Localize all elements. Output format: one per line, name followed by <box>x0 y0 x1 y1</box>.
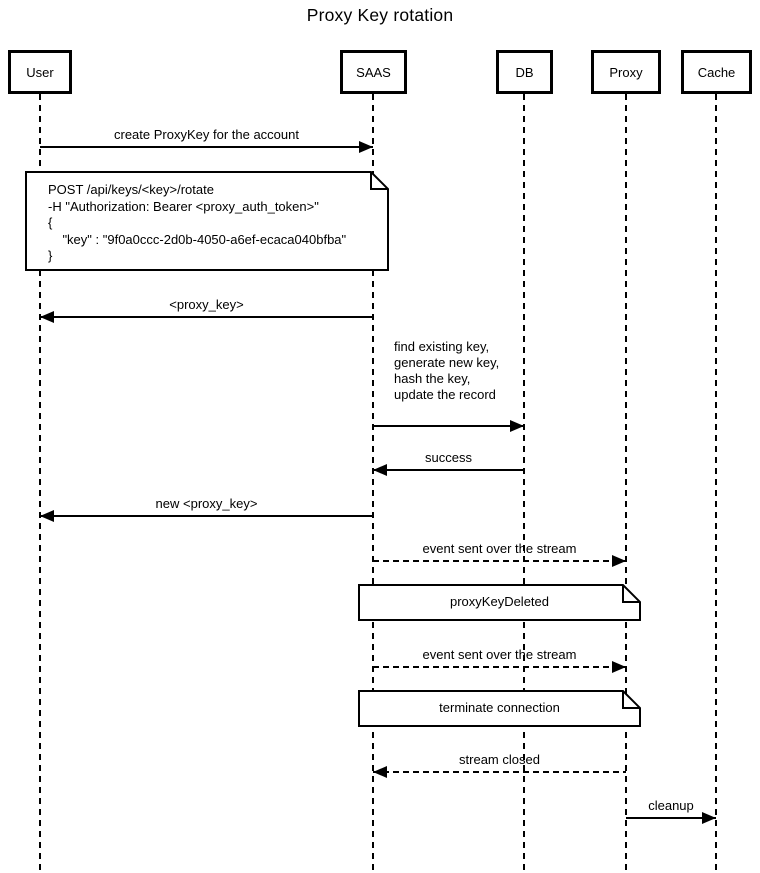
message-line <box>373 560 626 562</box>
arrowhead-icon <box>612 555 626 567</box>
message-create-proxykey: create ProxyKey for the account <box>40 124 373 153</box>
note-line: "key" : "9f0a0ccc-2d0b-4050-a6ef-ecaca04… <box>48 231 347 247</box>
message-proxy-key-response: <proxy_key> <box>40 294 373 323</box>
note-outline <box>25 171 389 271</box>
message-label: success <box>425 450 472 465</box>
actor-cache-label: Cache <box>697 64 736 80</box>
actor-proxy-label: Proxy <box>609 64 643 80</box>
message-new-proxy-key: new <proxy_key> <box>40 493 373 522</box>
message-line <box>373 771 626 773</box>
message-label: <proxy_key> <box>169 297 244 312</box>
lifeline-user <box>39 94 41 873</box>
message-line <box>40 316 373 318</box>
message-line <box>373 469 524 471</box>
lifeline-db <box>523 94 525 873</box>
actor-saas-label: SAAS <box>356 64 391 80</box>
message-cleanup: cleanup <box>626 795 716 824</box>
note-line: -H "Authorization: Bearer <proxy_auth_to… <box>48 198 319 214</box>
message-label: stream closed <box>459 752 540 767</box>
arrowhead-icon <box>510 420 524 432</box>
lifeline-cache <box>715 94 717 873</box>
note-request-payload: POST /api/keys/<key>/rotate -H "Authoriz… <box>25 171 389 271</box>
actor-user: User <box>8 50 72 94</box>
message-label: cleanup <box>648 798 694 813</box>
note-outline <box>358 690 641 727</box>
note-terminate-connection: terminate connection <box>358 690 641 727</box>
message-line <box>40 515 373 517</box>
message-label: new <proxy_key> <box>155 496 258 511</box>
note-body: POST /api/keys/<key>/rotate -H "Authoriz… <box>25 171 389 265</box>
note-outline <box>358 584 641 621</box>
lifeline-proxy <box>625 94 627 873</box>
message-label: find existing key, generate new key, has… <box>394 339 500 402</box>
message-label: event sent over the stream <box>422 541 577 556</box>
arrowhead-icon <box>702 812 716 824</box>
note-line: POST /api/keys/<key>/rotate <box>48 182 214 197</box>
message-line <box>40 146 373 148</box>
actor-saas: SAAS <box>340 50 407 94</box>
arrowhead-icon <box>359 141 373 153</box>
arrowhead-icon <box>40 510 54 522</box>
message-line <box>373 425 524 427</box>
message-db-update: find existing key, generate new key, has… <box>373 336 524 432</box>
actor-proxy: Proxy <box>591 50 661 94</box>
message-success: success <box>373 447 524 476</box>
message-event-stream-2: event sent over the stream <box>373 644 626 673</box>
note-proxykeydeleted: proxyKeyDeleted <box>358 584 641 621</box>
lifeline-saas <box>372 94 374 873</box>
message-line <box>373 666 626 668</box>
message-event-stream-1: event sent over the stream <box>373 538 626 567</box>
note-body: proxyKeyDeleted <box>450 594 549 609</box>
note-line: } <box>48 248 53 264</box>
message-label: event sent over the stream <box>422 647 577 662</box>
actor-user-label: User <box>26 64 54 80</box>
actor-db-label: DB <box>515 64 534 80</box>
arrowhead-icon <box>612 661 626 673</box>
diagram-title: Proxy Key rotation <box>306 5 454 25</box>
arrowhead-icon <box>40 311 54 323</box>
actor-cache: Cache <box>681 50 752 94</box>
note-line: { <box>48 215 53 231</box>
arrowhead-icon <box>373 464 387 476</box>
message-label: create ProxyKey for the account <box>114 127 299 142</box>
message-stream-closed: stream closed <box>373 749 626 778</box>
arrowhead-icon <box>373 766 387 778</box>
message-line <box>626 817 716 819</box>
actor-db: DB <box>496 50 553 94</box>
note-body: terminate connection <box>439 700 560 715</box>
